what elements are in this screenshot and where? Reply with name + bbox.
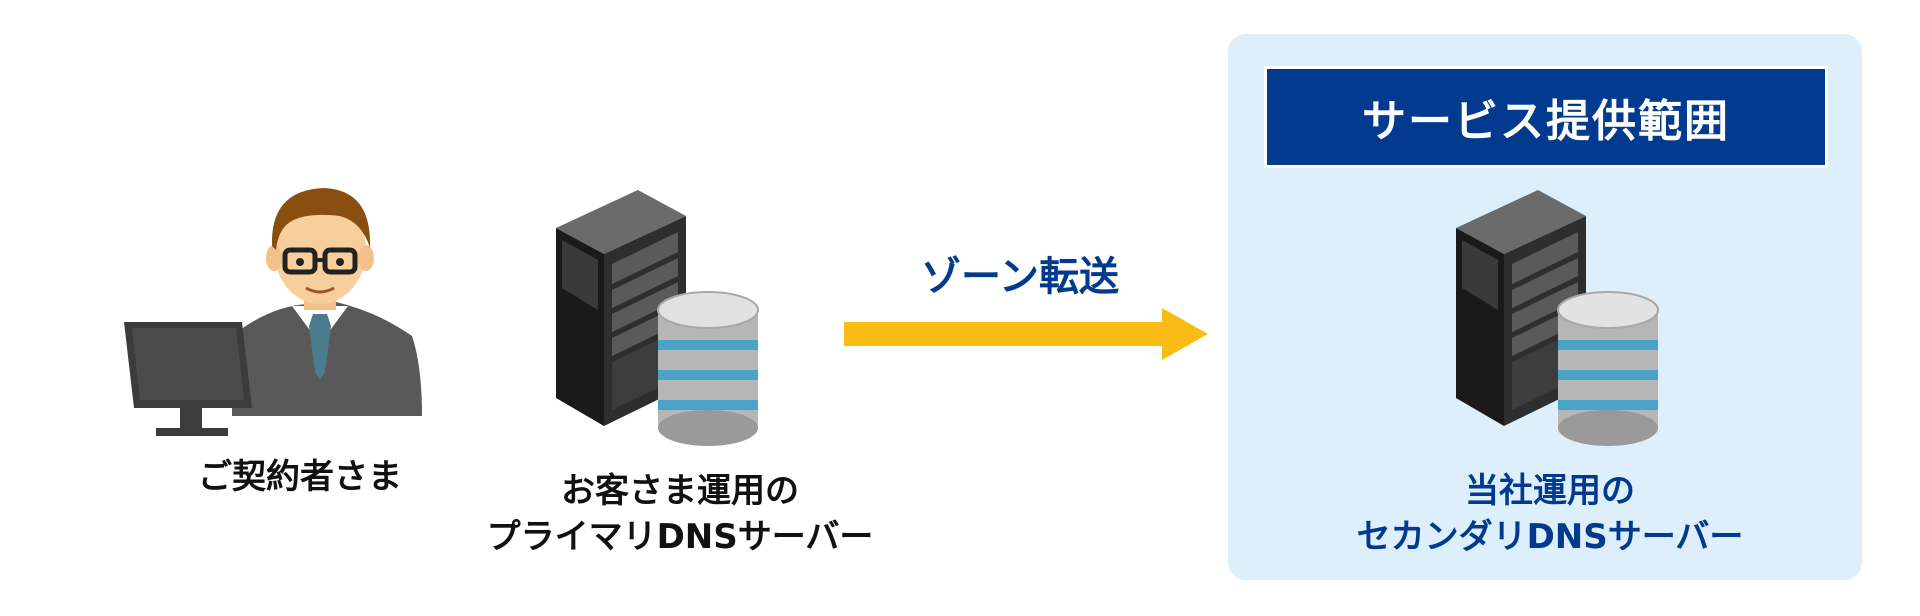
service-scope-title-box: サービス提供範囲 xyxy=(1264,66,1828,168)
primary-dns-caption: お客さま運用の プライマリDNSサーバー xyxy=(420,468,940,560)
secondary-dns-server-icon xyxy=(1456,190,1659,446)
secondary-dns-caption: 当社運用の セカンダリDNSサーバー xyxy=(1290,468,1810,560)
customer-label: ご契約者さま xyxy=(198,457,402,497)
primary-dns-caption-line1: お客さま運用の xyxy=(561,471,799,511)
zone-transfer-label: ゾーン転送 xyxy=(921,254,1119,300)
secondary-dns-caption-line1: 当社運用の xyxy=(1465,471,1635,511)
primary-dns-server-icon xyxy=(556,190,759,446)
customer-person-icon xyxy=(124,188,422,436)
zone-transfer-arrow-icon xyxy=(844,308,1208,360)
secondary-dns-caption-line2: セカンダリDNSサーバー xyxy=(1356,517,1744,557)
primary-dns-caption-line2: プライマリDNSサーバー xyxy=(486,517,874,557)
service-scope-title: サービス提供範囲 xyxy=(1362,96,1730,147)
